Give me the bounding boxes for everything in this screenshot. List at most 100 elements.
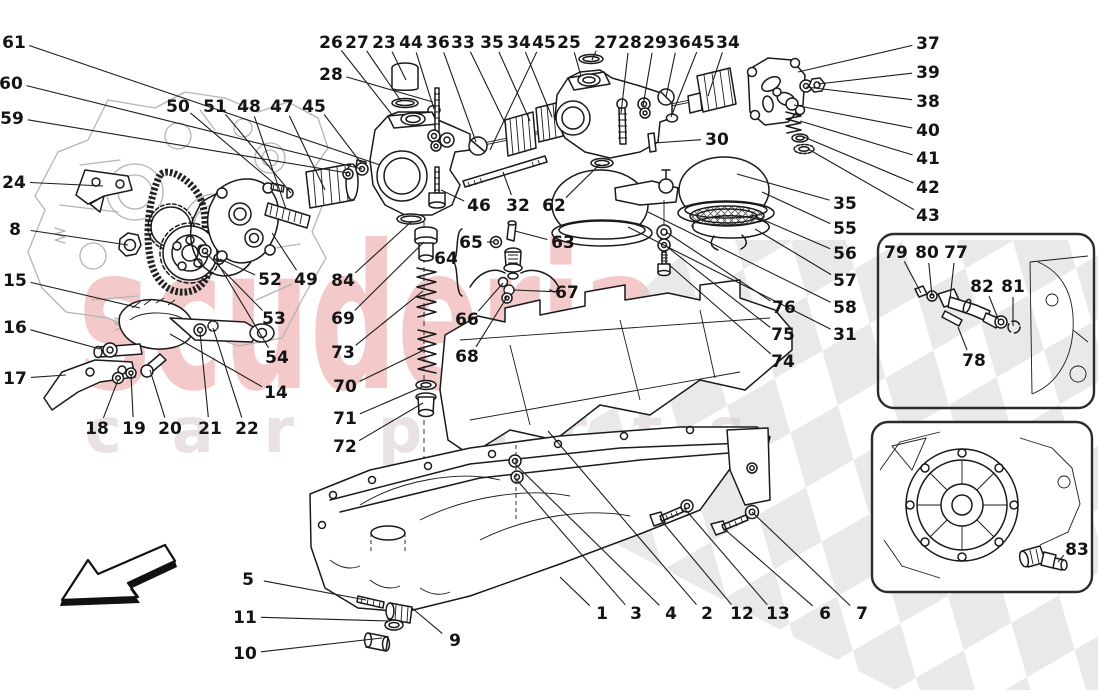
part-label-60: 60 bbox=[0, 74, 23, 94]
leader-line-84 bbox=[354, 220, 413, 274]
part-label-84: 84 bbox=[331, 271, 355, 291]
leader-line-52 bbox=[219, 258, 256, 276]
part-label-47: 47 bbox=[270, 97, 294, 117]
leader-line-30 bbox=[653, 139, 702, 144]
leader-line-68 bbox=[475, 296, 508, 348]
leader-line-2 bbox=[547, 430, 697, 606]
leader-line-77 bbox=[949, 262, 955, 300]
part-label-54: 54 bbox=[265, 348, 289, 368]
part-label-43: 43 bbox=[916, 206, 940, 226]
leader-line-9 bbox=[411, 607, 443, 634]
leader-line-49 bbox=[271, 232, 297, 271]
leader-lines bbox=[26, 44, 1065, 653]
part-label-61: 61 bbox=[2, 33, 26, 53]
leader-line-13 bbox=[683, 507, 768, 606]
part-label-55: 55 bbox=[833, 219, 857, 239]
leader-line-63 bbox=[514, 230, 548, 241]
part-label-5: 5 bbox=[242, 570, 254, 590]
leader-line-74 bbox=[666, 262, 772, 355]
leader-line-25 bbox=[573, 52, 582, 77]
leader-line-17 bbox=[30, 374, 67, 378]
leader-line-82 bbox=[988, 295, 1000, 322]
part-label-45: 45 bbox=[691, 33, 715, 53]
ball-40 bbox=[785, 97, 799, 111]
part-label-34: 34 bbox=[507, 33, 531, 53]
leader-line-66 bbox=[477, 282, 504, 312]
part-label-59: 59 bbox=[0, 109, 24, 129]
leader-line-45 bbox=[670, 51, 698, 118]
part-label-1: 1 bbox=[596, 604, 608, 624]
part-label-9: 9 bbox=[449, 631, 461, 651]
part-label-28: 28 bbox=[618, 33, 642, 53]
leader-line-21 bbox=[199, 331, 209, 418]
part-label-63: 63 bbox=[551, 233, 575, 253]
bracket-64 bbox=[452, 228, 463, 297]
part-label-14: 14 bbox=[264, 383, 288, 403]
leader-line-6 bbox=[721, 526, 814, 607]
part-label-50: 50 bbox=[166, 97, 190, 117]
washer-43 bbox=[793, 143, 815, 155]
part-label-36: 36 bbox=[426, 33, 450, 53]
part-label-70: 70 bbox=[333, 377, 357, 397]
pin-30 bbox=[647, 132, 657, 153]
leader-line-16 bbox=[30, 329, 101, 350]
washer-11 bbox=[384, 619, 404, 631]
part-label-12: 12 bbox=[730, 604, 754, 624]
sensor-83 bbox=[1018, 545, 1068, 571]
part-label-15: 15 bbox=[3, 271, 27, 291]
leader-line-28 bbox=[620, 52, 629, 114]
leader-line-19 bbox=[130, 374, 134, 418]
leader-line-46 bbox=[440, 189, 465, 202]
part-label-2: 2 bbox=[701, 604, 713, 624]
leader-line-62 bbox=[565, 163, 601, 199]
leader-line-10 bbox=[260, 637, 383, 653]
leader-line-67 bbox=[513, 289, 552, 293]
leader-line-15 bbox=[30, 281, 141, 309]
part-label-79: 79 bbox=[884, 243, 908, 263]
leader-line-35 bbox=[498, 51, 531, 122]
leader-line-55 bbox=[761, 191, 831, 225]
part-label-32: 32 bbox=[506, 196, 530, 216]
bypass-valve bbox=[452, 157, 614, 304]
oil-pump-body-2 bbox=[554, 53, 737, 159]
leader-line-44 bbox=[415, 52, 435, 110]
part-label-6: 6 bbox=[819, 604, 831, 624]
part-label-23: 23 bbox=[372, 33, 396, 53]
inset-box-2 bbox=[870, 420, 1094, 594]
part-label-30: 30 bbox=[705, 130, 729, 150]
leader-line-32 bbox=[502, 171, 512, 196]
leader-line-12 bbox=[659, 518, 732, 606]
part-label-45: 45 bbox=[532, 33, 556, 53]
leader-line-28 bbox=[346, 76, 434, 103]
part-label-73: 73 bbox=[331, 343, 355, 363]
leader-line-61 bbox=[29, 44, 381, 166]
part-label-65: 65 bbox=[459, 233, 483, 253]
leader-line-41 bbox=[799, 120, 913, 156]
part-label-13: 13 bbox=[766, 604, 790, 624]
baffle-plate bbox=[439, 279, 793, 456]
washer-42 bbox=[791, 133, 809, 143]
leader-line-76 bbox=[665, 231, 771, 302]
part-label-69: 69 bbox=[331, 309, 355, 329]
leader-line-29 bbox=[642, 52, 653, 107]
leader-line-79 bbox=[903, 261, 922, 294]
part-label-17: 17 bbox=[3, 369, 27, 389]
leader-line-34 bbox=[707, 52, 723, 97]
leader-line-57 bbox=[754, 228, 832, 276]
part-label-74: 74 bbox=[771, 352, 795, 372]
part-label-42: 42 bbox=[916, 178, 940, 198]
part-label-40: 40 bbox=[916, 121, 940, 141]
part-label-26: 26 bbox=[319, 33, 343, 53]
part-label-29: 29 bbox=[643, 33, 667, 53]
leader-line-60 bbox=[26, 85, 363, 170]
leader-line-80 bbox=[928, 262, 933, 297]
leader-line-3 bbox=[515, 478, 626, 606]
leader-line-11 bbox=[260, 616, 391, 622]
leader-line-14 bbox=[169, 333, 263, 388]
part-label-58: 58 bbox=[833, 298, 857, 318]
leader-line-1 bbox=[559, 576, 591, 607]
leader-line-78 bbox=[957, 326, 968, 351]
part-label-16: 16 bbox=[3, 318, 27, 338]
